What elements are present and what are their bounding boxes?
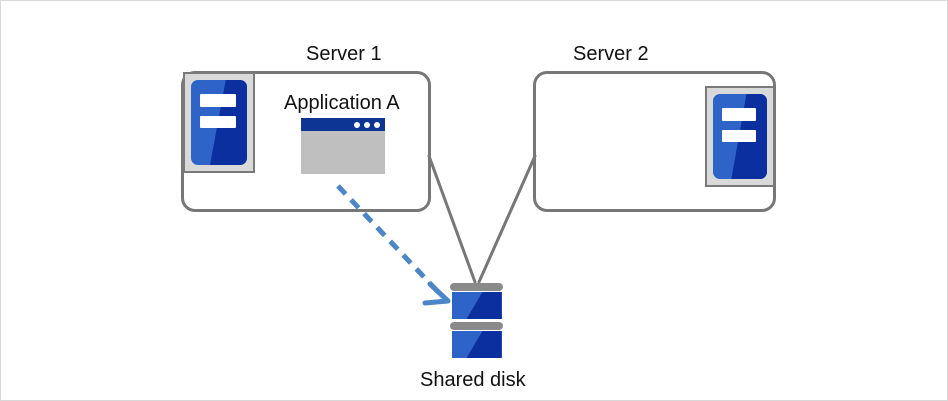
disk-platter: [451, 331, 502, 358]
server-2-title: Server 2: [573, 43, 649, 65]
server-icon-bar-bottom: [199, 115, 236, 129]
server-icon-body: [713, 94, 767, 179]
server-icon: [705, 86, 775, 187]
connector-server1-to-disk: [427, 154, 477, 284]
disk-stack-icon[interactable]: [450, 283, 503, 362]
app-window-dot-icon: [364, 122, 370, 128]
connector-server2-to-disk: [477, 154, 537, 284]
app-window-dot-icon: [354, 122, 360, 128]
server-1-box[interactable]: [181, 71, 431, 212]
server-icon-body: [191, 80, 247, 165]
app-window-titlebar: [301, 118, 385, 131]
app-window-dot-icon: [374, 122, 380, 128]
disk-cap-icon: [450, 283, 503, 291]
app-window-body: [301, 131, 385, 174]
server-icon-bar-top: [199, 94, 236, 108]
server-1-title: Server 1: [306, 43, 382, 65]
disk-platter-shade: [466, 292, 502, 319]
disk-platter-shade: [466, 331, 502, 358]
disk-cap-icon: [450, 322, 503, 330]
server-icon-bar-top: [721, 108, 757, 122]
application-a-label: Application A: [284, 92, 400, 114]
app-window-icon[interactable]: [301, 118, 385, 174]
arrowhead-icon: [422, 281, 451, 306]
server-icon: [183, 72, 255, 173]
disk-platter: [451, 292, 502, 319]
server-icon-bar-bottom: [721, 129, 757, 143]
shared-disk-label: Shared disk: [420, 369, 526, 391]
